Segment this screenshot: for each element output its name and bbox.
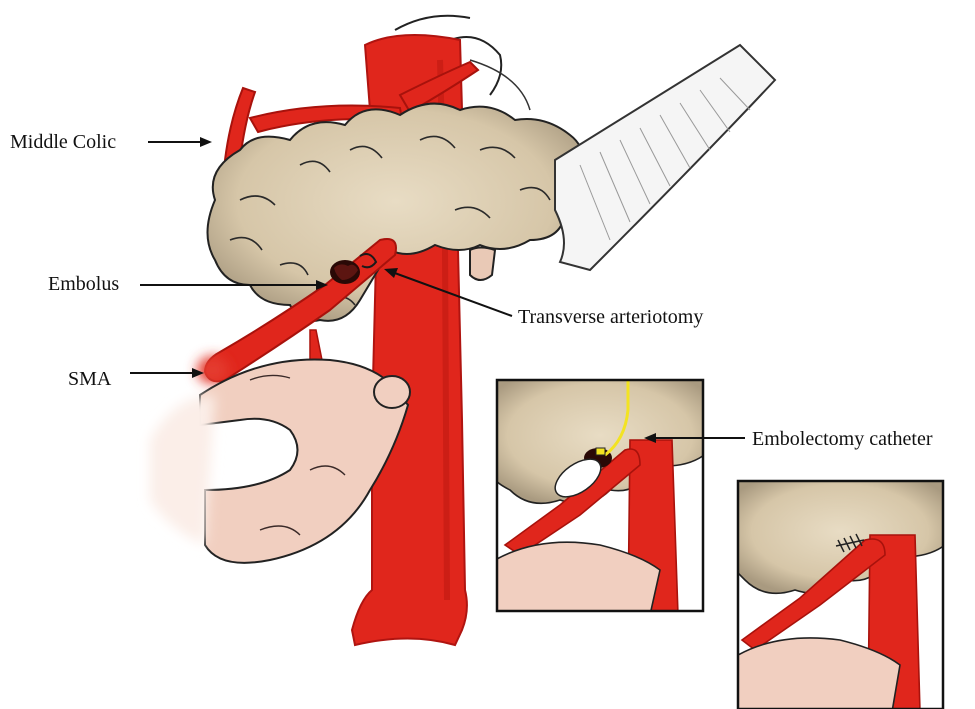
label-embolectomy-catheter: Embolectomy catheter (752, 428, 933, 450)
mesentery-strand (395, 16, 470, 30)
duodenum-cut-end (374, 376, 410, 408)
duodenum-stub (470, 248, 495, 281)
sma-branch (310, 330, 322, 362)
mesentery-strand (470, 60, 530, 110)
label-embolus: Embolus (48, 273, 119, 295)
duodenum-blur-edge (150, 395, 215, 545)
retractor (555, 45, 775, 270)
label-sma: SMA (68, 368, 112, 390)
label-middle-colic: Middle Colic (10, 131, 116, 153)
catheter-marker (596, 448, 605, 455)
arrowhead-middle-colic (200, 137, 212, 147)
label-transverse-arteriotomy: Transverse arteriotomy (518, 306, 703, 328)
inset-embolectomy (490, 380, 710, 615)
inset-repair (735, 481, 945, 709)
